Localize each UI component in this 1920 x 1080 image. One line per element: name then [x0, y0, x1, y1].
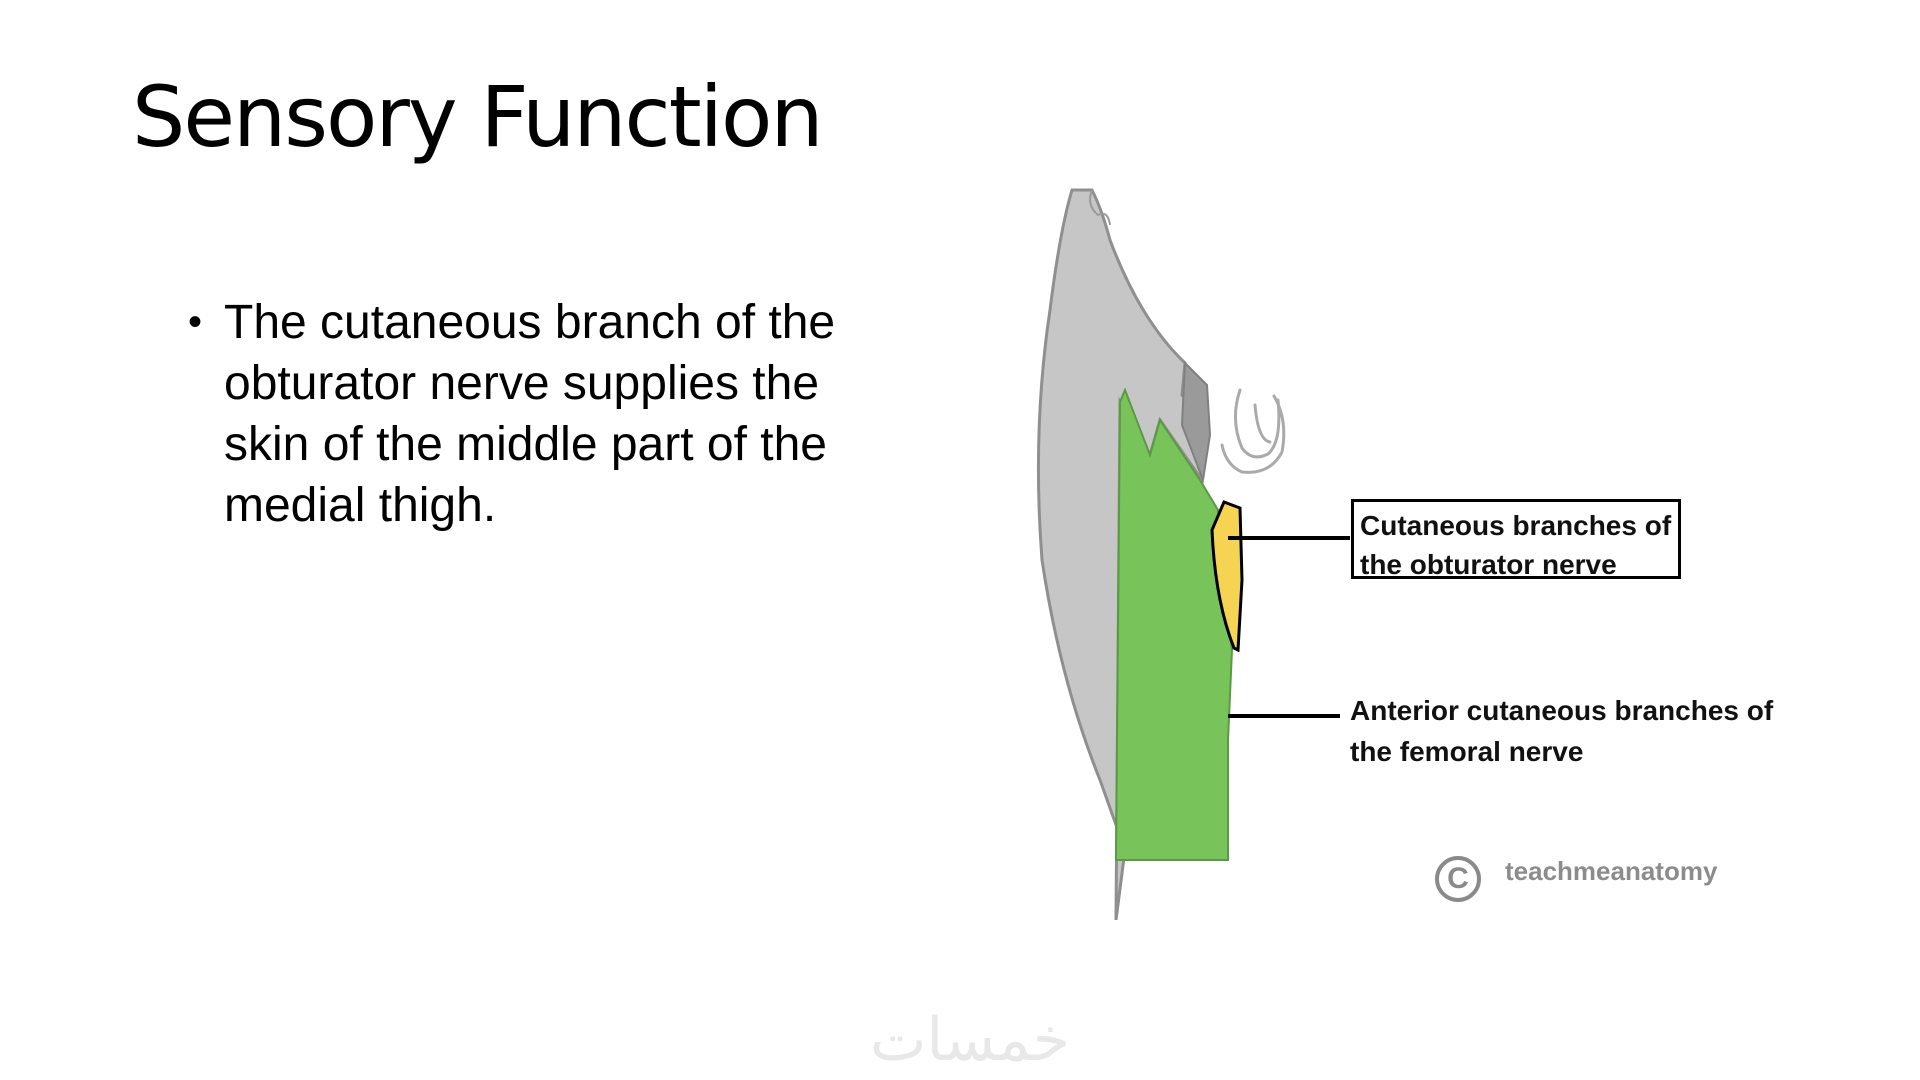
image-credit: C teachmeanatomy — [1435, 856, 1717, 902]
obturator-label: Cutaneous branches of the obturator nerv… — [1351, 499, 1681, 580]
credit-text: teachmeanatomy — [1505, 855, 1718, 886]
inner-shadow-region — [1180, 360, 1212, 484]
bullet-text: The cutaneous branch of the obturator ne… — [224, 296, 836, 532]
hip-outline — [1089, 189, 1111, 226]
thigh-illustration — [1036, 188, 1350, 920]
thigh-dermatome-figure: Cutaneous branches of the obturator nerv… — [990, 180, 1830, 920]
copyright-icon: C — [1435, 856, 1481, 902]
slide-title: Sensory Function — [132, 68, 824, 166]
watermark-logo: خمسات — [869, 1005, 1071, 1075]
femoral-label: Anterior cutaneous branches of the femor… — [1350, 695, 1774, 767]
femoral-nerve-region — [1114, 387, 1234, 861]
bullet-dot-icon: • — [188, 300, 203, 344]
bullet-list: • The cutaneous branch of the obturator … — [188, 292, 908, 536]
lateral-thigh-region — [1036, 188, 1207, 920]
bullet-item: • The cutaneous branch of the obturator … — [188, 292, 908, 536]
genitalia-outline — [1220, 388, 1286, 474]
